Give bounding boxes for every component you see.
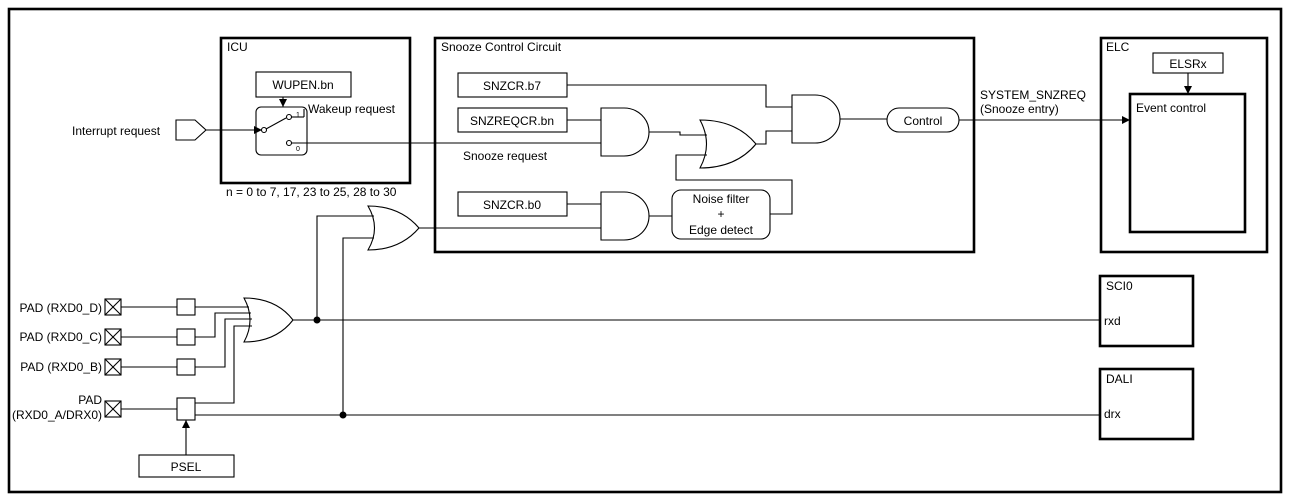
n-range-label: n = 0 to 7, 17, 23 to 25, 28 to 30 (226, 185, 397, 199)
interrupt-request-label: Interrupt request (72, 124, 161, 138)
wupen-register (255, 71, 352, 98)
snzcr-b0-label: SNZCR.b0 (483, 198, 541, 212)
wakeup-request-label: Wakeup request (308, 102, 396, 116)
event-control-box (1128, 92, 1247, 234)
snooze-wiring (291, 84, 1130, 217)
snzreqcr-label: SNZREQCR.bn (470, 114, 554, 128)
pad-cells (104, 298, 122, 418)
pad-rxd0-d-label: PAD (RXD0_D) (20, 301, 102, 315)
switch-0-label: 0 (296, 146, 300, 153)
noise-filter-line1: Noise filter (693, 192, 750, 206)
dali-title: DALI (1106, 372, 1133, 386)
junction-rxd (313, 316, 321, 324)
noise-filter-line3: Edge detect (689, 223, 754, 237)
pad-rxd0-c-label: PAD (RXD0_C) (20, 330, 102, 344)
snzcr-b7-register (457, 72, 568, 98)
system-snzreq-line2: (Snooze entry) (980, 102, 1059, 116)
dali-drx-label: drx (1104, 407, 1121, 421)
and-gate-request (600, 107, 650, 157)
pad-rxd0-a-label-line2: (RXD0_A/DRX0) (12, 408, 102, 422)
junction-drx (339, 411, 347, 419)
switch-1-label: 1 (296, 112, 300, 119)
pad-rxd0-a-label-line1: PAD (78, 393, 102, 407)
psel-label: PSEL (171, 460, 202, 474)
noise-filter-line2: + (717, 207, 724, 221)
and-gate-final (791, 94, 841, 144)
outer-frame (7, 7, 1283, 494)
snooze-control-block (433, 36, 976, 254)
or-gate-snooze (699, 119, 757, 169)
elc-title: ELC (1106, 40, 1130, 54)
control-label: Control (904, 114, 943, 128)
sci0-block (1098, 274, 1195, 348)
dali-block (1098, 367, 1195, 441)
snooze-control-title: Snooze Control Circuit (441, 40, 562, 54)
sci0-title: SCI0 (1106, 279, 1133, 293)
icu-title: ICU (227, 40, 248, 54)
snooze-request-label: Snooze request (463, 149, 548, 163)
icu-block (219, 36, 412, 185)
snzcr-b7-label: SNZCR.b7 (483, 79, 541, 93)
elsrx-label: ELSRx (1169, 57, 1206, 71)
event-control-label: Event control (1136, 101, 1206, 115)
wupen-label: WUPEN.bn (272, 78, 333, 92)
interrupt-request-terminal (175, 119, 207, 141)
sci0-rxd-label: rxd (1104, 314, 1121, 328)
pad-buffers (176, 298, 196, 421)
pad-rxd0-b-label: PAD (RXD0_B) (20, 360, 102, 374)
snzcr-b0-register (457, 191, 568, 217)
or-gate-wakeup (367, 205, 420, 251)
elc-block (1099, 36, 1269, 254)
or-gate-pads (243, 297, 294, 343)
and-gate-pin (600, 191, 650, 241)
system-snzreq-line1: SYSTEM_SNZREQ (980, 88, 1086, 102)
